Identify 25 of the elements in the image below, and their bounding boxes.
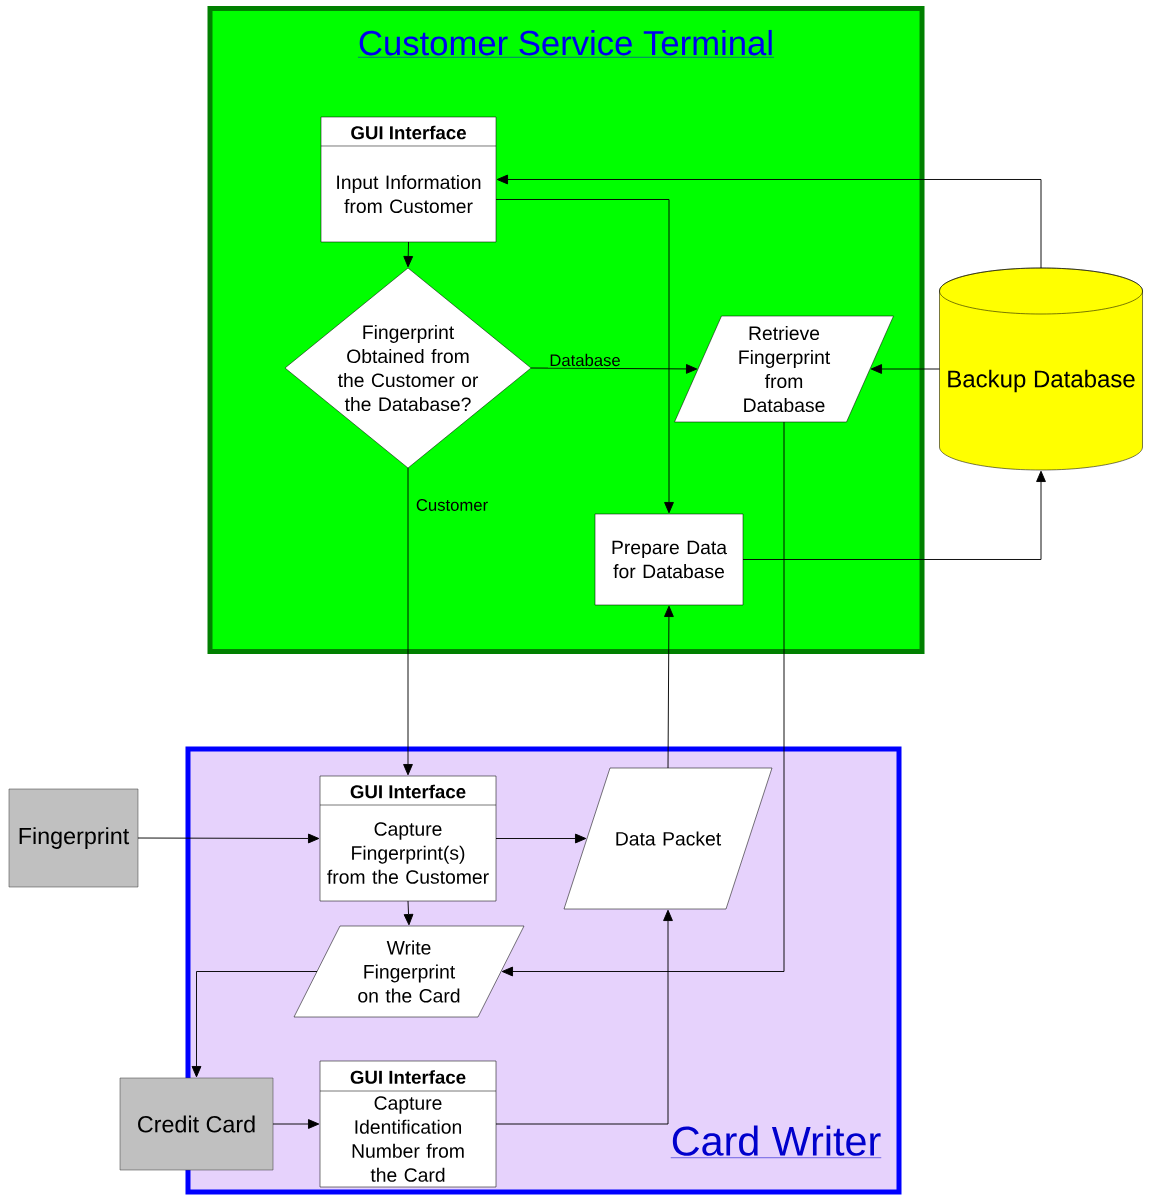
process-box: Prepare Data for Database — [594, 513, 744, 606]
process-box: GUI Interface Capture Identification Number from the Card — [319, 1060, 497, 1188]
arrow — [137, 833, 320, 844]
data-parallelogram: Data Packet — [563, 767, 773, 910]
arrow — [501, 421, 785, 977]
arrow — [742, 470, 1046, 560]
arrow — [403, 241, 414, 268]
database-cylinder: Backup Database — [939, 267, 1143, 471]
process-box: GUI Interface Input Information from Customer — [320, 116, 497, 243]
arrow — [870, 364, 940, 374]
arrow — [272, 1119, 320, 1129]
data-parallelogram: Write Fingerprint on the Card — [293, 925, 525, 1018]
arrow — [495, 199, 674, 514]
arrow — [495, 909, 673, 1125]
arrow — [530, 364, 698, 374]
arrow — [664, 605, 674, 769]
data-parallelogram: Retrieve Fingerprint from Database — [674, 315, 894, 423]
process-box: GUI Interface Capture Fingerprint(s) from the Customer — [319, 775, 497, 902]
external-box: Credit Card — [119, 1077, 274, 1171]
arrow — [496, 174, 1042, 269]
arrow — [495, 833, 587, 844]
arrow — [191, 971, 318, 1078]
arrow — [403, 900, 414, 926]
external-box: Fingerprint — [8, 788, 139, 888]
arrow — [403, 467, 413, 776]
